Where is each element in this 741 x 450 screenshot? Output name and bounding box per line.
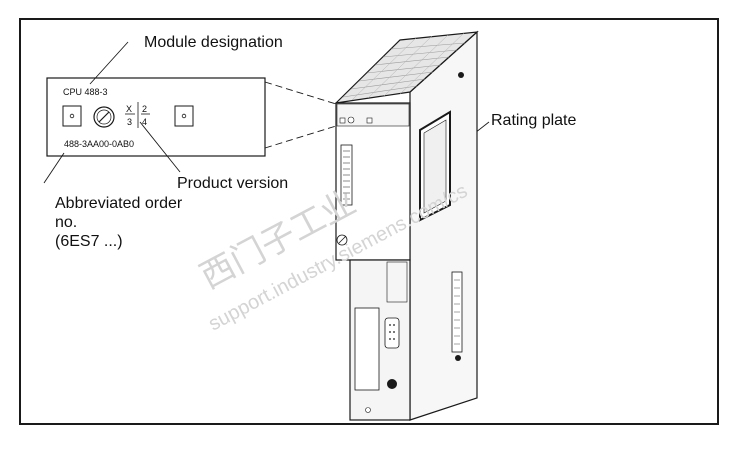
product-version-label: Product version (177, 175, 289, 192)
version-3-text: 3 (127, 117, 132, 127)
cpu-module-drawing (334, 30, 479, 421)
rating-plate-label: Rating plate (491, 112, 577, 129)
module-designation-label: Module designation (144, 34, 283, 51)
front-label-panel: CPU 488-3 X 3 2 4 488-3AA00-0AB0 (46, 77, 266, 157)
version-4-text: 4 (142, 117, 147, 127)
version-x-text: X (126, 104, 132, 114)
order-number-text: 488-3AA00-0AB0 (64, 139, 134, 149)
abbreviated-order-label: Abbreviated order no. (6ES7 ...) (55, 195, 183, 250)
version-2-text: 2 (142, 104, 147, 114)
mode-switch-icon (93, 106, 115, 128)
figure-frame (19, 18, 719, 425)
cpu-name-text: CPU 488-3 (63, 87, 108, 97)
